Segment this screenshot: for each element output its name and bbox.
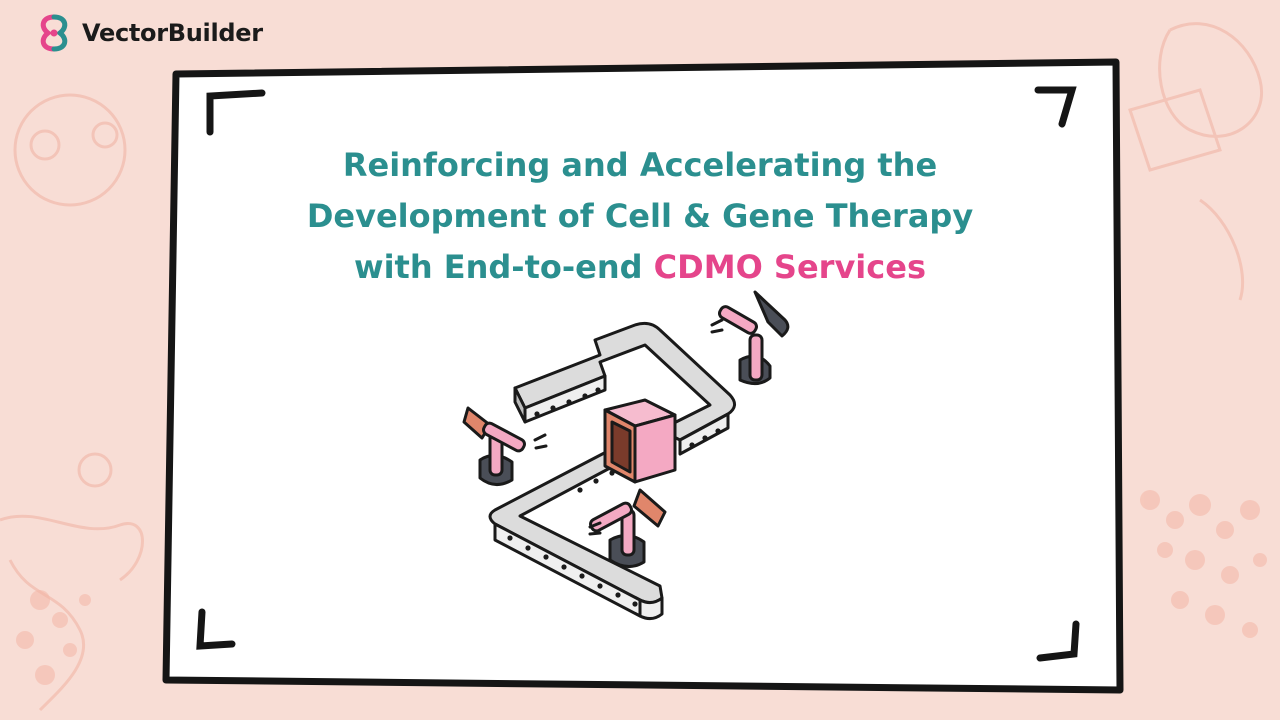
corner-bracket-top-left xyxy=(206,89,266,136)
corner-bracket-bottom-right xyxy=(1036,620,1080,662)
headline-line-2: Development of Cell & Gene Therapy xyxy=(306,197,974,235)
robot-arm-center xyxy=(588,488,667,568)
brand-logo[interactable]: VectorBuilder xyxy=(34,12,263,54)
processing-chamber xyxy=(603,398,677,484)
conveyor-belt-upper xyxy=(513,321,736,456)
brand-name: VectorBuilder xyxy=(82,19,263,47)
robot-arm-top xyxy=(710,290,790,385)
headline: Reinforcing and Accelerating the Develop… xyxy=(230,140,1050,293)
corner-bracket-bottom-left xyxy=(196,608,236,650)
conveyor-robot-illustration xyxy=(462,290,790,621)
corner-bracket-top-right xyxy=(1034,86,1077,128)
headline-line-1: Reinforcing and Accelerating the xyxy=(342,146,938,184)
robot-arm-left xyxy=(462,406,548,486)
headline-highlight: CDMO Services xyxy=(653,248,926,286)
conveyor-belt-lower xyxy=(488,448,664,621)
headline-line-3: with End-to-end xyxy=(354,248,654,286)
vectorbuilder-logo-icon xyxy=(40,14,68,52)
